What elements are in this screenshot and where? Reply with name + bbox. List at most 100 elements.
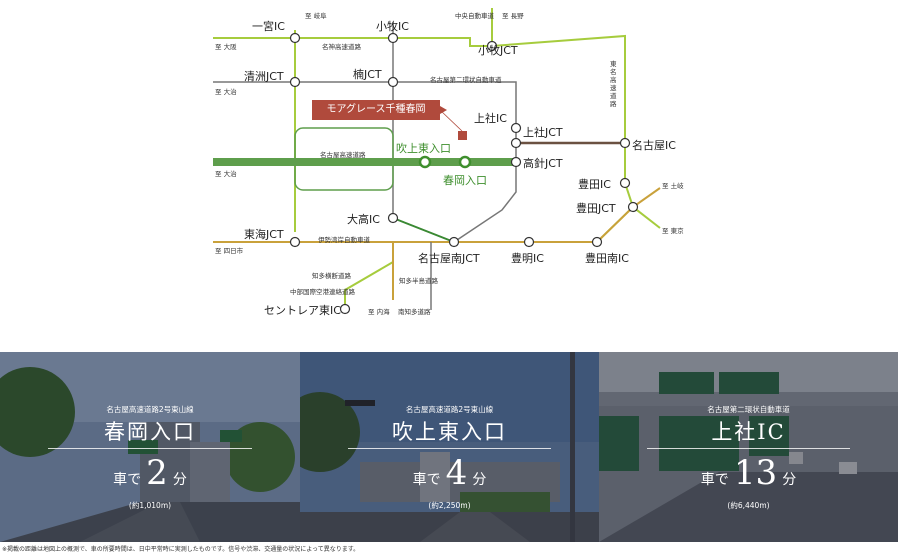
dir-nagano: 至 長野	[502, 12, 524, 20]
route-panel-haruoka: 名古屋高速道路2号東山線 春岡入口 車で 2 分 (約1,010m)	[0, 352, 300, 542]
divider	[48, 448, 252, 449]
route-photos: 名古屋高速道路2号東山線 春岡入口 車で 2 分 (約1,010m) 名古屋高速…	[0, 352, 898, 542]
route-distance: (約6,440m)	[727, 501, 770, 510]
road-chuo: 中央自動車道	[455, 12, 494, 20]
route-road-name: 名古屋第二環状自動車道	[707, 405, 790, 414]
road-isewangan: 伊勢湾岸自動車道	[318, 236, 370, 244]
divider	[347, 448, 552, 449]
road-network	[213, 8, 661, 315]
route-drive-time: 車で 2 分	[0, 456, 300, 490]
node-fukiage-higashi	[418, 155, 432, 169]
node-ichinomiya-ic	[289, 32, 301, 44]
dir-yokkaichi: 至 四日市	[215, 247, 244, 255]
label-odaka-ic: 大高IC	[347, 213, 380, 226]
node-kusunoki-jct	[387, 76, 399, 88]
node-kamiyashiro-jct	[510, 137, 522, 149]
node-takabari-jct	[510, 156, 522, 168]
tomei-south-line	[596, 143, 635, 243]
label-fukiage-higashi: 吹上東入口	[396, 142, 451, 155]
label-nagoya-minami-jct: 名古屋南JCT	[418, 252, 480, 265]
route-entrance-name: 上社IC	[711, 420, 786, 444]
label-nagoya-ic: 名古屋IC	[632, 139, 676, 152]
node-haruoka	[458, 155, 472, 169]
label-kiyosu-jct: 清洲JCT	[244, 70, 284, 83]
route-entrance-name: 春岡入口	[104, 420, 196, 444]
road-nagoya-daini-kanjo: 名古屋第二環状自動車道	[430, 76, 502, 84]
label-takabari-jct: 高針JCT	[523, 157, 563, 170]
label-haruoka: 春岡入口	[443, 174, 487, 187]
node-kiyosu-jct	[289, 76, 301, 88]
photo-kamiyashiro-ic	[599, 352, 898, 542]
node-nagoya-minami-jct	[448, 236, 460, 248]
time-unit: 分	[472, 472, 487, 488]
expressway-map: モアグレース千種春岡 一宮IC 小牧IC 小牧JCT 清洲JCT 楠JCT 上社…	[213, 8, 684, 317]
road-nagoya-kousoku: 名古屋高速道路	[320, 151, 366, 159]
footnote: ※掲載の距離は地図上の概測で、車の所要時間は、日中平常時に実測したものです。信号…	[2, 546, 360, 553]
route-panel-kamiyashiro-ic: 名古屋第二環状自動車道 上社IC 車で 13 分 (約6,440m)	[599, 352, 898, 542]
label-komaki-jct: 小牧JCT	[478, 44, 518, 57]
label-toyoake-ic: 豊明IC	[511, 252, 544, 265]
dir-osaka: 至 大阪	[215, 43, 237, 51]
time-minutes: 2	[146, 453, 168, 493]
meishin-line	[213, 34, 626, 183]
overlay	[0, 352, 300, 542]
overlay	[300, 352, 599, 542]
node-centrair-higashi-ic	[339, 303, 351, 315]
chita-odan-line	[344, 242, 394, 309]
route-panel-fukiage-higashi: 名古屋高速道路2号東山線 吹上東入口 車で 4 分 (約2,250m)	[300, 352, 599, 542]
dir-tokyo: 至 東京	[662, 227, 684, 235]
property-label: モアグレース千種春岡	[312, 100, 440, 120]
node-kamiyashiro-ic	[510, 122, 522, 134]
node-komaki-jct	[486, 40, 498, 52]
label-toyota-ic: 豊田IC	[578, 178, 611, 191]
route-drive-time: 車で 13 分	[599, 456, 898, 490]
time-minutes: 13	[733, 453, 778, 493]
node-toyota-jct	[627, 201, 639, 213]
node-tokai-jct	[289, 236, 301, 248]
dir-gifu: 至 岐阜	[305, 12, 327, 20]
route-distance: (約2,250m)	[428, 501, 471, 510]
label-ichinomiya-ic: 一宮IC	[252, 20, 285, 33]
road-tomei: 東名高速道路	[610, 60, 617, 108]
isewangan-line	[213, 187, 661, 243]
node-nagoya-ic	[619, 137, 631, 149]
road-meishin: 名神高速道路	[322, 43, 361, 51]
city-loop-box	[294, 127, 394, 191]
route-road-name: 名古屋高速道路2号東山線	[405, 405, 494, 414]
label-toyota-jct: 豊田JCT	[576, 202, 616, 215]
route-entrance-name: 吹上東入口	[392, 420, 507, 444]
node-toyota-minami-ic	[591, 236, 603, 248]
entrances	[418, 155, 472, 169]
label-toyota-minami-ic: 豊田南IC	[585, 252, 629, 265]
nagoya-kousoku-band	[213, 158, 516, 166]
time-prefix: 車で	[412, 472, 441, 488]
dir-ohji-1: 至 大治	[215, 88, 237, 96]
node-toyoake-ic	[523, 236, 535, 248]
route-road-name: 名古屋高速道路2号東山線	[106, 405, 194, 414]
route-distance: (約1,010m)	[128, 501, 172, 510]
time-unit: 分	[782, 472, 797, 488]
road-chita-odan: 知多横断道路	[312, 272, 351, 280]
photo-haruoka	[0, 352, 300, 542]
dir-ohji-2: 至 大治	[215, 170, 237, 178]
divider	[646, 448, 851, 449]
node-odaka-ic	[387, 212, 399, 224]
road-minami-chita: 南知多道路	[398, 308, 431, 316]
property-label-tail	[440, 106, 447, 114]
label-kamiyashiro-ic: 上社IC	[474, 112, 507, 125]
dir-toki: 至 土岐	[662, 182, 684, 190]
time-prefix: 車で	[113, 472, 142, 488]
nodes	[289, 32, 639, 315]
property-marker	[458, 131, 467, 140]
label-kusunoki-jct: 楠JCT	[353, 68, 382, 81]
overlay	[599, 352, 898, 542]
time-unit: 分	[172, 472, 187, 488]
road-chubu-kuko: 中部国際空港連絡道路	[290, 288, 355, 296]
node-toyota-ic	[619, 177, 631, 189]
node-komaki-ic	[387, 32, 399, 44]
time-minutes: 4	[445, 453, 468, 493]
road-chita-hanto: 知多半島道路	[399, 277, 438, 285]
label-kamiyashiro-jct: 上社JCT	[523, 126, 563, 139]
dir-utsumi: 至 内海	[368, 308, 390, 316]
label-centrair-higashi-ic: セントレア東IC	[264, 304, 341, 317]
